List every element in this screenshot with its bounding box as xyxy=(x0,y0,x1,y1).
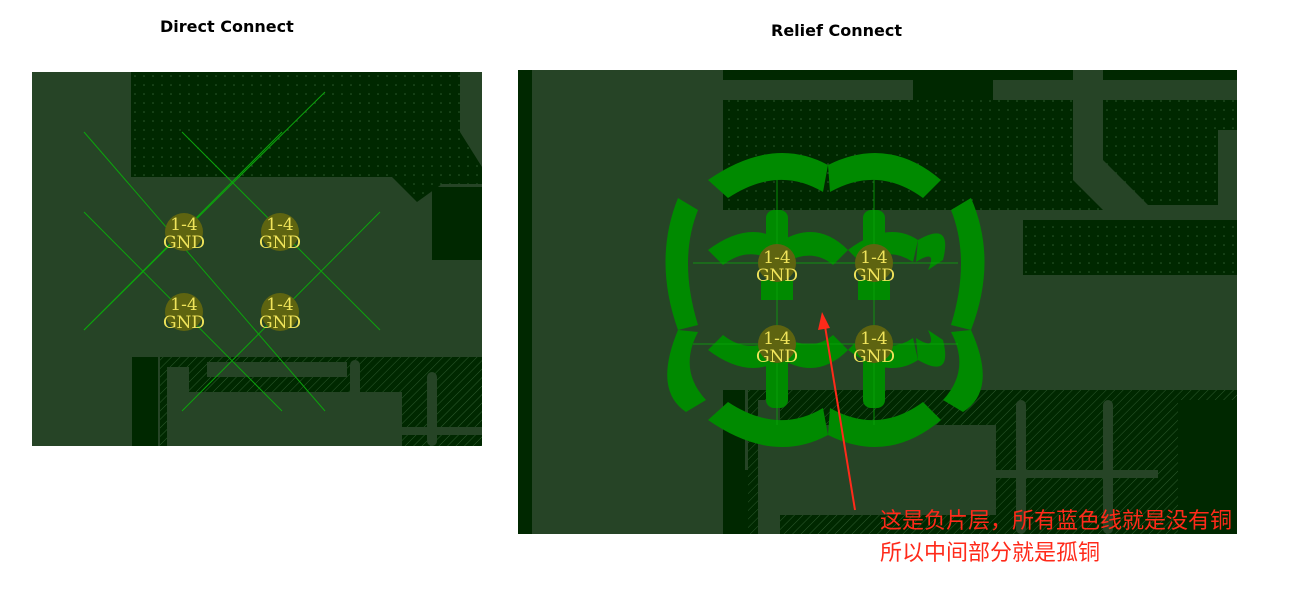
gnd-pad: 1-4 GND xyxy=(853,244,895,286)
direct-connect-title: Direct Connect xyxy=(160,17,294,36)
arrow-head xyxy=(818,312,830,330)
svg-text:GND: GND xyxy=(163,313,205,333)
svg-text:GND: GND xyxy=(163,233,205,253)
gnd-pad: 1-4 GND xyxy=(163,213,205,253)
svg-text:GND: GND xyxy=(853,266,895,286)
svg-text:GND: GND xyxy=(259,313,301,333)
svg-text:1-4: 1-4 xyxy=(266,295,293,315)
gnd-pad: 1-4 GND xyxy=(756,244,798,286)
gnd-pad: 1-4 GND xyxy=(163,293,205,333)
direct-connect-pcb-view[interactable]: 1-4 GND 1-4 GND 1-4 GND 1-4 GND xyxy=(32,72,482,446)
svg-text:1-4: 1-4 xyxy=(763,248,790,268)
relief-connect-pcb-view[interactable]: 1-4 GND 1-4 GND 1-4 GND 1-4 GND xyxy=(518,70,1237,534)
svg-text:1-4: 1-4 xyxy=(763,329,790,349)
svg-text:GND: GND xyxy=(259,233,301,253)
guide-lines xyxy=(83,91,381,412)
svg-text:1-4: 1-4 xyxy=(170,295,197,315)
svg-text:GND: GND xyxy=(756,347,798,367)
gnd-pad: 1-4 GND xyxy=(259,293,301,333)
svg-text:1-4: 1-4 xyxy=(860,329,887,349)
annotation-text-line2: 所以中间部分就是孤铜 xyxy=(880,541,1101,566)
arrow-line xyxy=(823,319,856,511)
svg-text:1-4: 1-4 xyxy=(860,248,887,268)
svg-text:GND: GND xyxy=(756,266,798,286)
gnd-pad: 1-4 GND xyxy=(756,325,798,367)
guide-lines xyxy=(693,180,958,425)
copper-plane xyxy=(532,70,723,534)
gnd-pad: 1-4 GND xyxy=(853,325,895,367)
svg-text:1-4: 1-4 xyxy=(170,215,197,235)
svg-text:GND: GND xyxy=(853,347,895,367)
void-region xyxy=(131,72,482,202)
gnd-pad: 1-4 GND xyxy=(259,213,301,253)
svg-text:1-4: 1-4 xyxy=(266,215,293,235)
annotation-text-line1: 这是负片层，所有蓝色线就是没有铜 xyxy=(880,509,1233,534)
relief-connect-title: Relief Connect xyxy=(771,21,903,40)
